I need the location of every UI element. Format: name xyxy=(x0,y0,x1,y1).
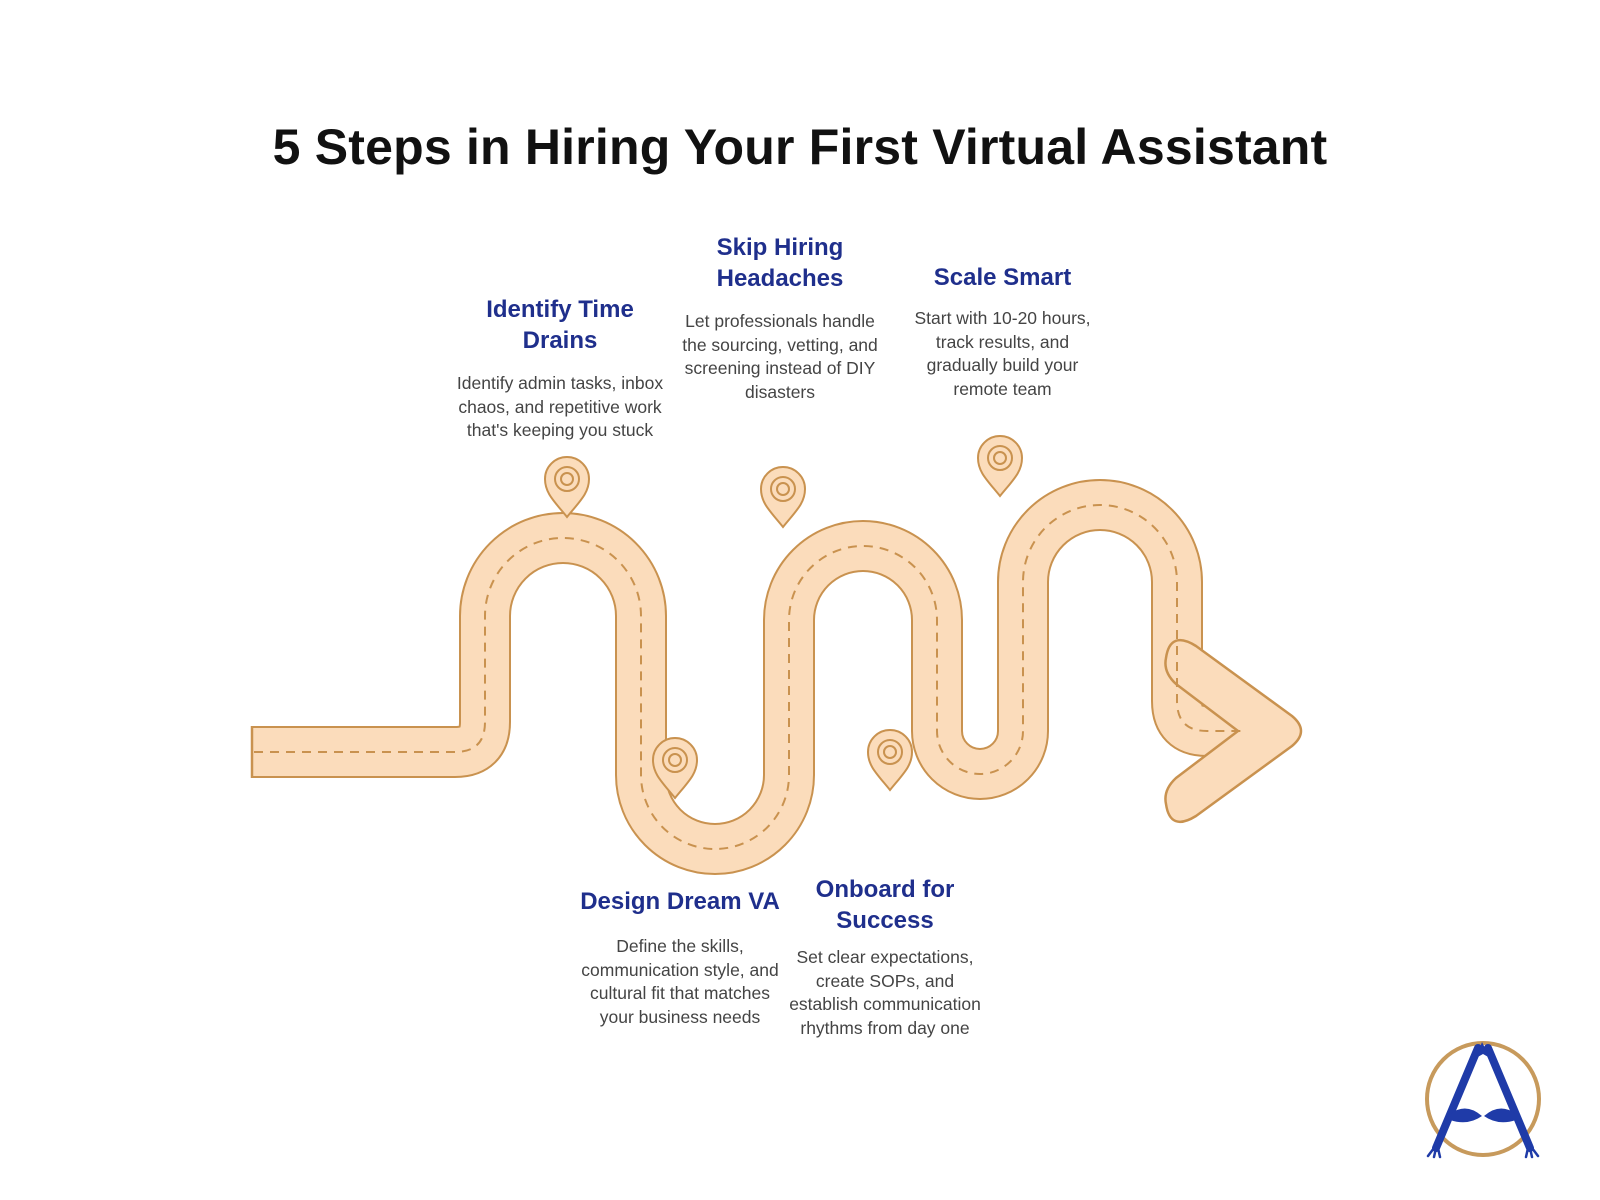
step-description: Identify admin tasks, inbox chaos, and r… xyxy=(456,373,664,440)
step-scale-smart: Scale Smart Start with 10-20 hours, trac… xyxy=(900,262,1105,401)
road-center-line xyxy=(254,504,1242,850)
step-description: Define the skills, communication style, … xyxy=(581,936,779,1027)
step-description: Let professionals handle the sourcing, v… xyxy=(682,311,878,402)
step-skip-hiring-headaches: Skip Hiring Headaches Let professionals … xyxy=(680,232,880,404)
location-pin-icon xyxy=(866,729,914,792)
step-title: Skip Hiring Headaches xyxy=(716,234,844,292)
step-title: Design Dream VA xyxy=(580,888,780,915)
location-pin-icon xyxy=(759,466,807,529)
step-title: Identify Time Drains xyxy=(486,296,634,354)
page-title: 5 Steps in Hiring Your First Virtual Ass… xyxy=(272,119,1328,175)
arrow-head xyxy=(1164,638,1303,824)
step-description: Start with 10-20 hours, track results, a… xyxy=(914,308,1091,399)
step-design-dream-va: Design Dream VA Define the skills, commu… xyxy=(580,886,780,1029)
brand-logo-icon xyxy=(1425,1041,1541,1159)
location-pin-icon xyxy=(651,737,699,800)
step-description: Set clear expectations, create SOPs, and… xyxy=(789,947,981,1038)
step-identify-time-drains: Identify Time Drains Identify admin task… xyxy=(455,294,665,443)
road-body xyxy=(252,481,1262,873)
road-outline xyxy=(252,479,1262,875)
step-title: Scale Smart xyxy=(933,264,1072,291)
step-title: Onboard for Success xyxy=(815,876,955,934)
location-pin-icon xyxy=(543,456,591,519)
step-onboard-for-success: Onboard for Success Set clear expectatio… xyxy=(785,874,985,1040)
location-pin-icon xyxy=(976,435,1024,498)
